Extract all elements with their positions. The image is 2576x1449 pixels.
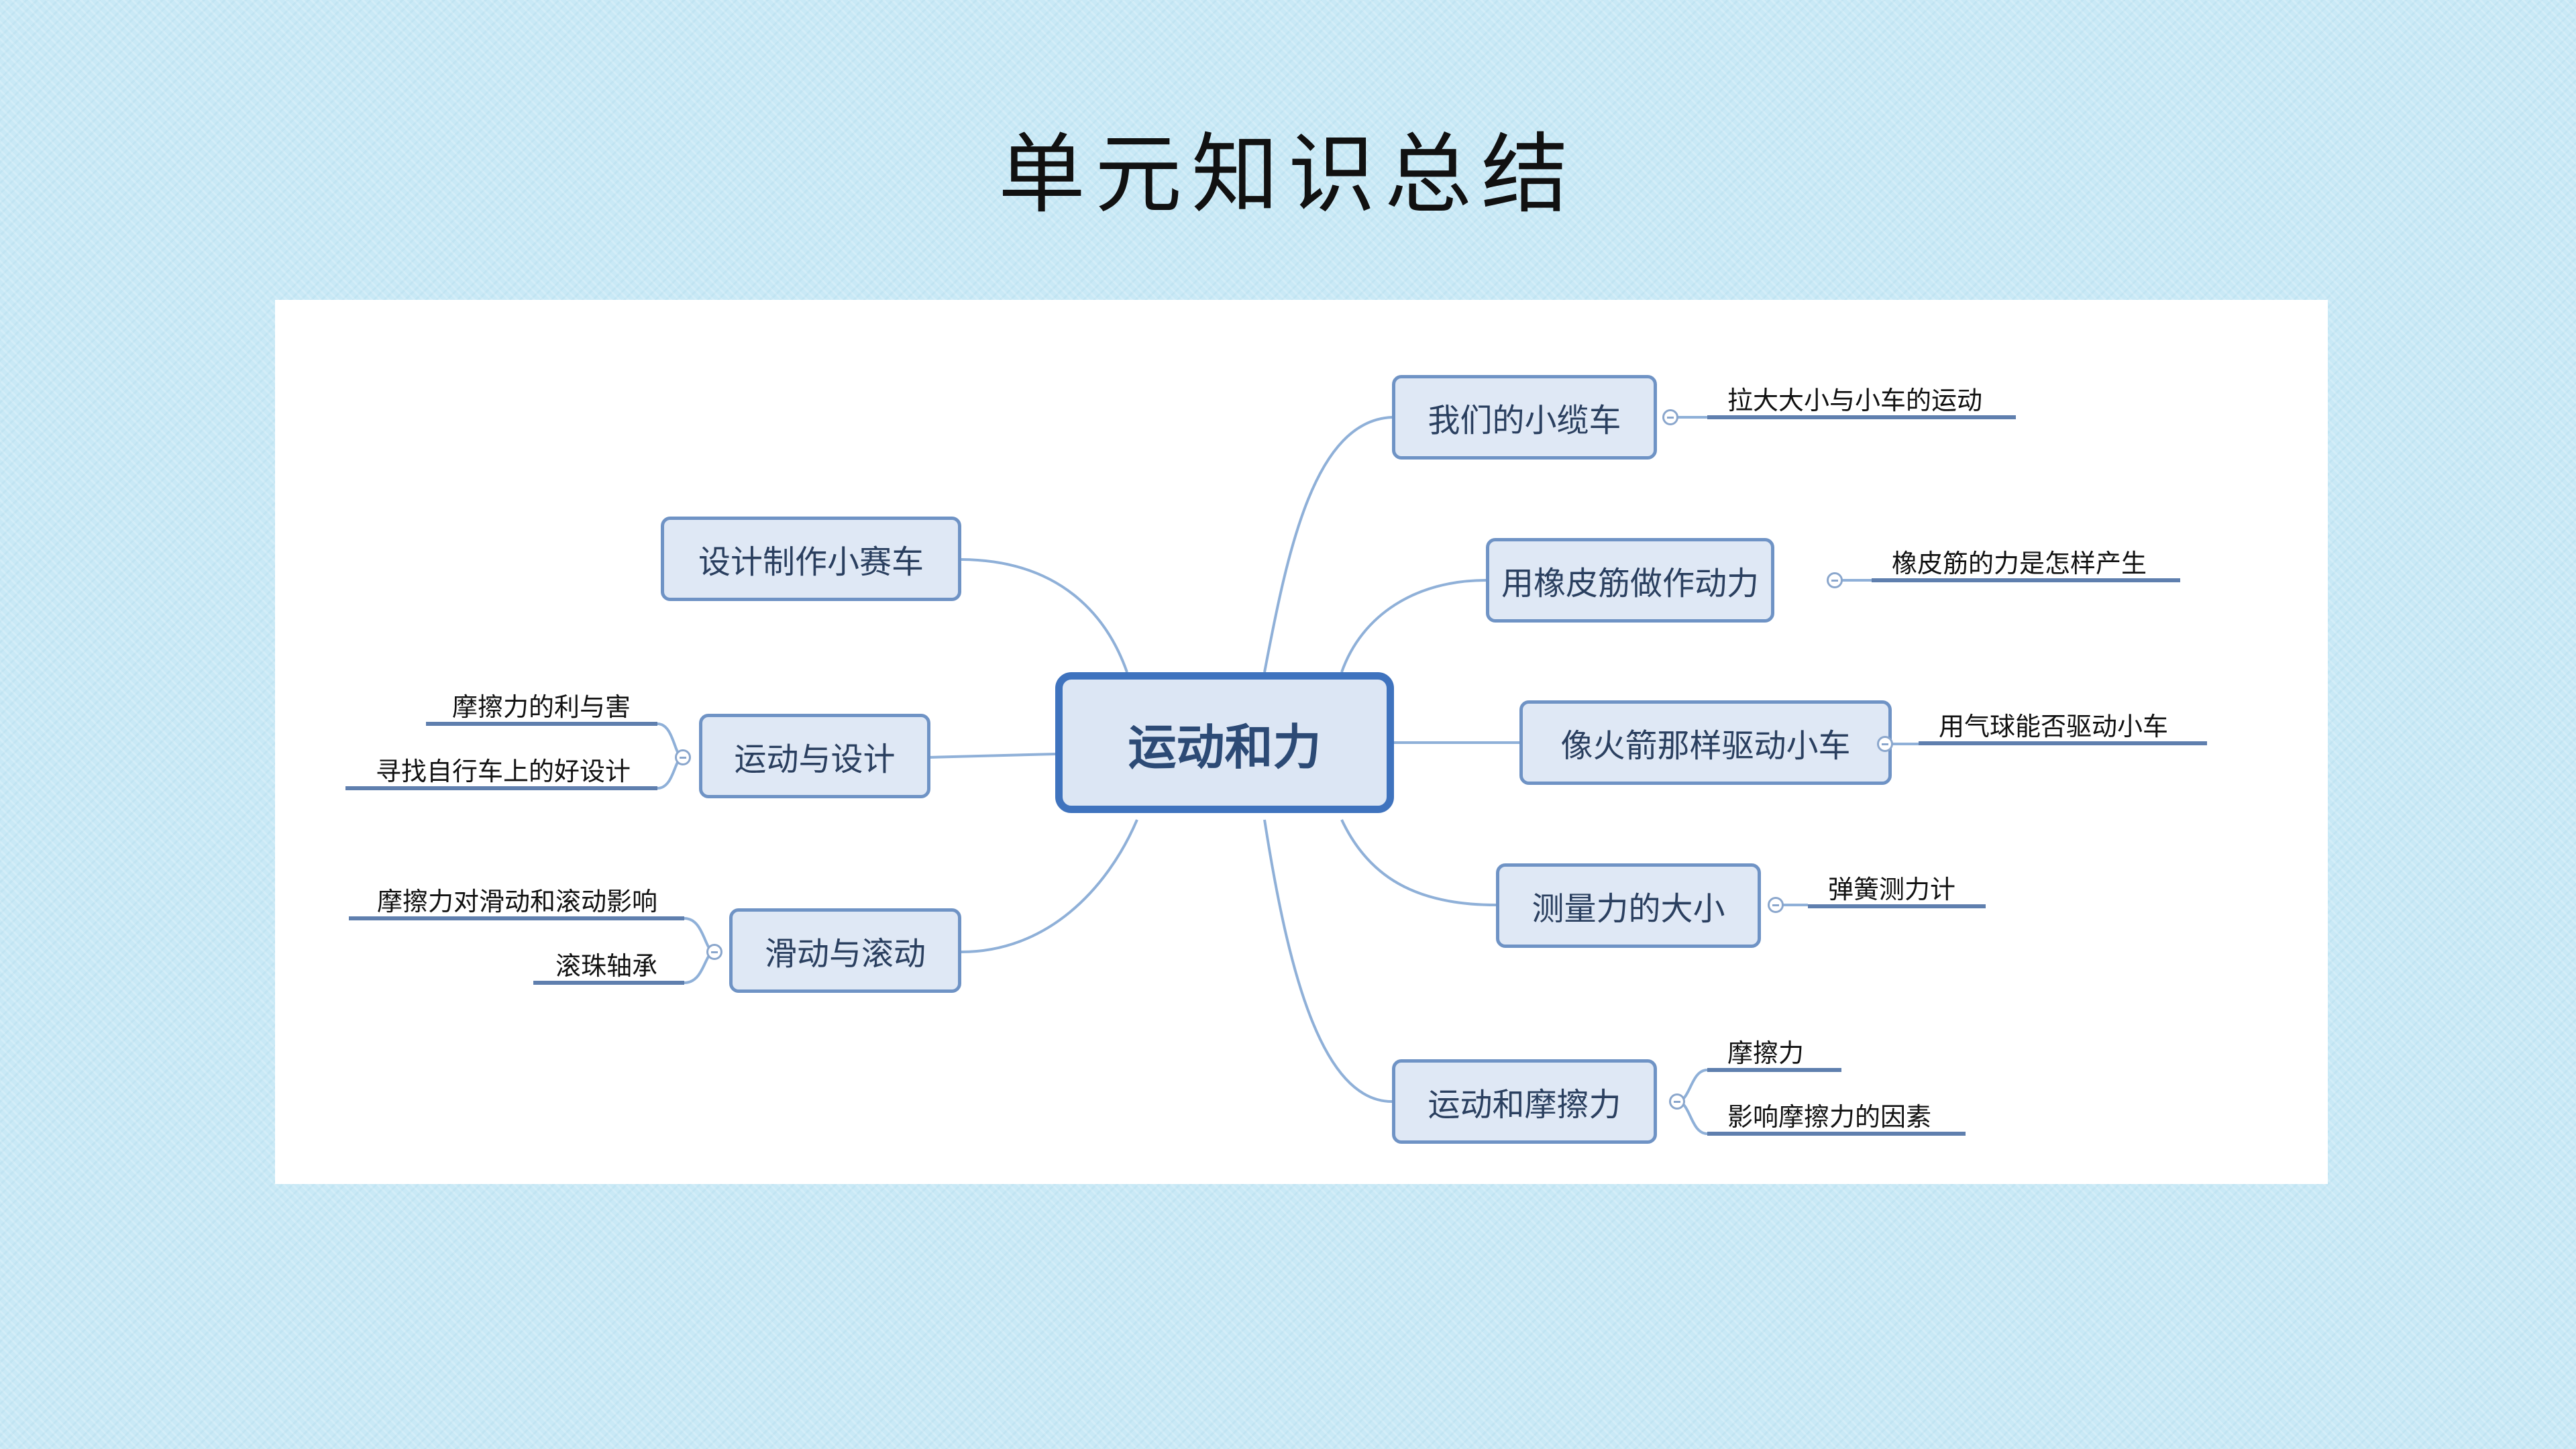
collapse-toggle-rubber-band[interactable]: [1827, 572, 1843, 588]
slide-title: 单元知识总结: [998, 123, 1578, 225]
link-center-l2: [961, 819, 1138, 953]
topic-friction[interactable]: 运动和摩擦力: [1392, 1059, 1657, 1144]
leaf-friction[interactable]: 摩擦力: [1707, 1038, 1841, 1072]
leaf-balloon-car[interactable]: 用气球能否驱动小车: [1919, 712, 2207, 745]
collapse-toggle-measure-force[interactable]: [1768, 897, 1784, 913]
leaf-friction-factors[interactable]: 影响摩擦力的因素: [1707, 1102, 1966, 1136]
topic-measure-force[interactable]: 测量力的大小: [1496, 863, 1761, 948]
topic-slide-roll[interactable]: 滑动与滚动: [729, 908, 961, 993]
link-center-l1: [928, 753, 1056, 759]
leaf-friction-slide-roll[interactable]: 摩擦力对滑动和滚动影响: [349, 887, 684, 920]
topic-rocket-car[interactable]: 像火箭那样驱动小车: [1519, 700, 1892, 785]
center-topic[interactable]: 运动和力: [1055, 672, 1394, 813]
leaf-ball-bearing[interactable]: 滚珠轴承: [533, 951, 684, 985]
link-center-r0: [1263, 416, 1393, 673]
topic-race-car[interactable]: 设计制作小赛车: [661, 517, 961, 601]
leaf-rubber-band-force[interactable]: 橡皮筋的力是怎样产生: [1872, 549, 2180, 582]
topic-motion-design[interactable]: 运动与设计: [699, 714, 930, 798]
topic-cable-car[interactable]: 我们的小缆车: [1392, 375, 1657, 460]
link-center-r3: [1340, 819, 1497, 906]
collapse-toggle-slide-roll[interactable]: [706, 944, 722, 960]
mindmap-canvas: 运动和力 我们的小缆车 用橡皮筋做作动力 像火箭那样驱动小车 测量力的大小 运动…: [275, 300, 2328, 1184]
leaf-friction-pros-cons[interactable]: 摩擦力的利与害: [426, 692, 657, 726]
leaf-cable-car-motion[interactable]: 拉大大小与小车的运动: [1707, 386, 2016, 419]
link-center-r1: [1340, 579, 1487, 673]
leaf-bicycle-design[interactable]: 寻找自行车上的好设计: [345, 757, 657, 790]
leaf-spring-scale[interactable]: 弹簧测力计: [1808, 875, 1986, 908]
collapse-toggle-friction[interactable]: [1669, 1093, 1685, 1110]
collapse-toggle-motion-design[interactable]: [675, 749, 691, 765]
collapse-toggle-rocket-car[interactable]: [1877, 736, 1893, 752]
link-center-l0: [961, 558, 1128, 673]
link-center-r4: [1263, 819, 1393, 1103]
collapse-toggle-cable-car[interactable]: [1662, 409, 1678, 425]
topic-rubber-band[interactable]: 用橡皮筋做作动力: [1486, 538, 1774, 623]
